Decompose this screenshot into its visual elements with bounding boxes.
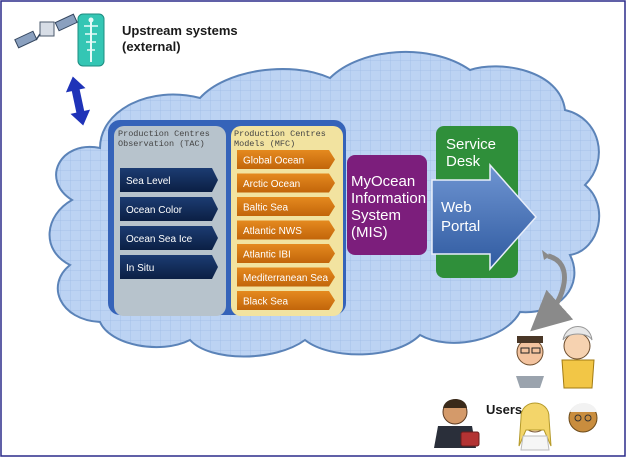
tac-title-line2: Observation (TAC) (118, 139, 205, 149)
mis-line-1: MyOcean (351, 173, 415, 190)
mfc-title-line1: Production Centres (234, 129, 326, 139)
user-avatar-icon (516, 336, 544, 388)
satellite-icon (14, 13, 78, 49)
mfc-title-line2: Models (MFC) (234, 139, 295, 149)
service-desk-line-1: Service (446, 136, 496, 153)
mfc-item-box (237, 150, 335, 169)
buoy-icon (77, 13, 105, 67)
tac-title-line1: Production Centres (118, 129, 210, 139)
tac-item-box (120, 255, 218, 279)
web-portal-arrow (431, 163, 538, 271)
mis-line-3: System (351, 207, 401, 224)
mfc-item-label: Global Ocean (243, 156, 304, 167)
user-avatar-icon (568, 403, 598, 433)
tac-item-box (120, 197, 218, 221)
mfc-item-label: Black Sea (243, 297, 288, 308)
mfc-item-label: Arctic Ocean (243, 179, 300, 190)
mfc-item-label: Mediterranean Sea (243, 273, 328, 284)
users-label: Users (486, 402, 522, 417)
mfc-item-box (237, 244, 335, 263)
tac-item-label: Ocean Color (126, 205, 183, 216)
user-avatar-icon (518, 402, 552, 451)
user-avatar-icon (561, 326, 595, 389)
mfc-item-box (237, 291, 335, 310)
service-desk-line-2: Desk (446, 153, 481, 170)
tac-item-box (120, 168, 218, 192)
tac-item-label: In Situ (126, 263, 154, 274)
web-portal-line-2: Portal (441, 218, 480, 235)
upstream-exchange-arrow (65, 76, 91, 126)
mis-line-2: Information (351, 190, 426, 207)
mfc-item-box (237, 173, 335, 193)
tac-item-label: Sea Level (126, 176, 170, 187)
mfc-item-box (237, 267, 335, 287)
mfc-item-box (237, 197, 335, 216)
user-avatar-icon (434, 399, 480, 448)
upstream-label-line1: Upstream systems (122, 23, 238, 38)
tac-item-label: Ocean Sea Ice (126, 234, 193, 245)
mis-line-4: (MIS) (351, 224, 388, 241)
mfc-item-label: Baltic Sea (243, 203, 288, 214)
tac-item-box (120, 226, 218, 250)
mfc-item-box (237, 220, 335, 240)
mfc-item-label: Atlantic IBI (243, 250, 291, 261)
mfc-item-label: Atlantic NWS (243, 226, 302, 237)
web-portal-line-1: Web (441, 199, 472, 216)
mis-box (347, 155, 427, 255)
portal-users-arrow (530, 253, 574, 332)
upstream-label-line2: (external) (122, 39, 181, 54)
